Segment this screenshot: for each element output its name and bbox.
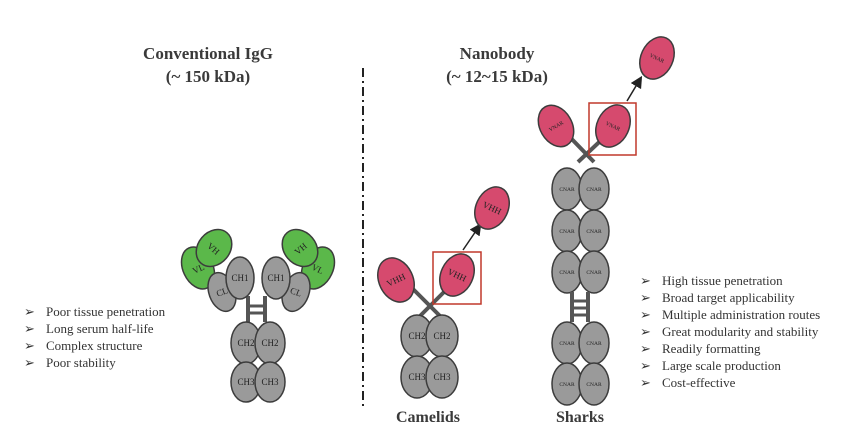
svg-text:CL: CL [289,285,303,298]
shark-vnar-highlight-box [588,102,637,156]
svg-text:CNAR: CNAR [586,270,602,276]
igg-ch1-right [261,256,291,300]
igg-ch3-right [254,361,286,403]
bullet-glyph: ➢ [24,338,35,353]
shark-release-arrow [626,75,643,102]
shark-vnar-left [537,104,575,148]
svg-text:CH2: CH2 [408,331,425,341]
camelids-label: Camelids [396,409,460,426]
camelid-release-arrow [462,223,482,251]
camelid-vhh-right [439,253,475,297]
nanobody-bullet: Large scale production [662,358,781,373]
nanobody-bullet: Great modularity and stability [662,324,819,339]
svg-text:CNAR: CNAR [559,229,575,235]
camelid-ch3-right [425,355,459,399]
igg-bullet: Complex structure [46,338,143,353]
nanobody-bullet: Broad target applicability [662,290,795,305]
svg-text:CH2: CH2 [237,338,254,348]
bullet-glyph: ➢ [640,307,651,322]
svg-text:CH3: CH3 [237,377,255,387]
svg-text:CH3: CH3 [261,377,279,387]
shark-ignar: VNAR VNAR VNAR CNAR CNAR CNAR CNAR CNAR … [537,36,675,406]
bullet-glyph: ➢ [24,355,35,370]
nanobody-title: Nanobody [460,44,535,63]
bullet-glyph: ➢ [24,304,35,319]
svg-text:VL: VL [191,262,206,276]
nanobody-bullet: High tissue penetration [662,273,783,288]
igg-bullet: Poor tissue penetration [46,304,166,319]
svg-text:CNAR: CNAR [559,341,575,347]
shark-vnar-right [595,104,631,148]
sharks-label: Sharks [556,409,604,426]
svg-text:CH2: CH2 [261,338,278,348]
nanobody-vhh [474,186,510,230]
nanobody-bullet-list: ➢ High tissue penetration ➢ Broad target… [640,273,820,390]
igg-vh-right [281,228,319,268]
bullet-glyph: ➢ [640,290,651,305]
nanobody-bullet: Multiple administration routes [662,307,820,322]
igg-subtitle: (~ 150 kDa) [166,67,250,86]
svg-text:CH3: CH3 [433,372,451,382]
svg-text:CNAR: CNAR [559,187,575,193]
nanobody-vnar [639,36,675,80]
bullet-glyph: ➢ [640,375,651,390]
svg-text:CNAR: CNAR [586,187,602,193]
nanobody-bullet: Readily formatting [662,341,761,356]
camelid-vhh-left [377,257,415,303]
svg-text:CL: CL [215,285,229,298]
igg-title: Conventional IgG [143,44,273,63]
svg-text:CNAR: CNAR [559,270,575,276]
svg-text:CH1: CH1 [267,273,284,283]
svg-text:CH2: CH2 [433,331,450,341]
bullet-glyph: ➢ [640,273,651,288]
bullet-glyph: ➢ [640,341,651,356]
svg-text:CH1: CH1 [231,273,248,283]
igg-ch1-left [225,256,255,300]
svg-text:VL: VL [310,262,325,276]
svg-text:CNAR: CNAR [586,341,602,347]
igg-bullet-list: ➢ Poor tissue penetration ➢ Long serum h… [24,304,166,370]
igg-vh-left [195,228,233,268]
svg-text:CNAR: CNAR [559,382,575,388]
igg-bullet: Poor stability [46,355,116,370]
camelid-hcab: VHH VHH VHH CH2 CH2 CH3 CH3 [377,186,510,399]
svg-text:CNAR: CNAR [586,382,602,388]
nanobody-subtitle: (~ 12~15 kDa) [446,67,548,86]
igg-molecule: VL VH CL CH1 VL VH CL CH1 CH2 CH2 CH3 CH… [180,228,336,403]
svg-text:CH3: CH3 [408,372,426,382]
bullet-glyph: ➢ [24,321,35,336]
bullet-glyph: ➢ [640,324,651,339]
igg-bullet: Long serum half-life [46,321,154,336]
bullet-glyph: ➢ [640,358,651,373]
camelid-vhh-highlight-box [432,251,482,305]
nanobody-bullet: Cost-effective [662,375,736,390]
svg-text:CNAR: CNAR [586,229,602,235]
